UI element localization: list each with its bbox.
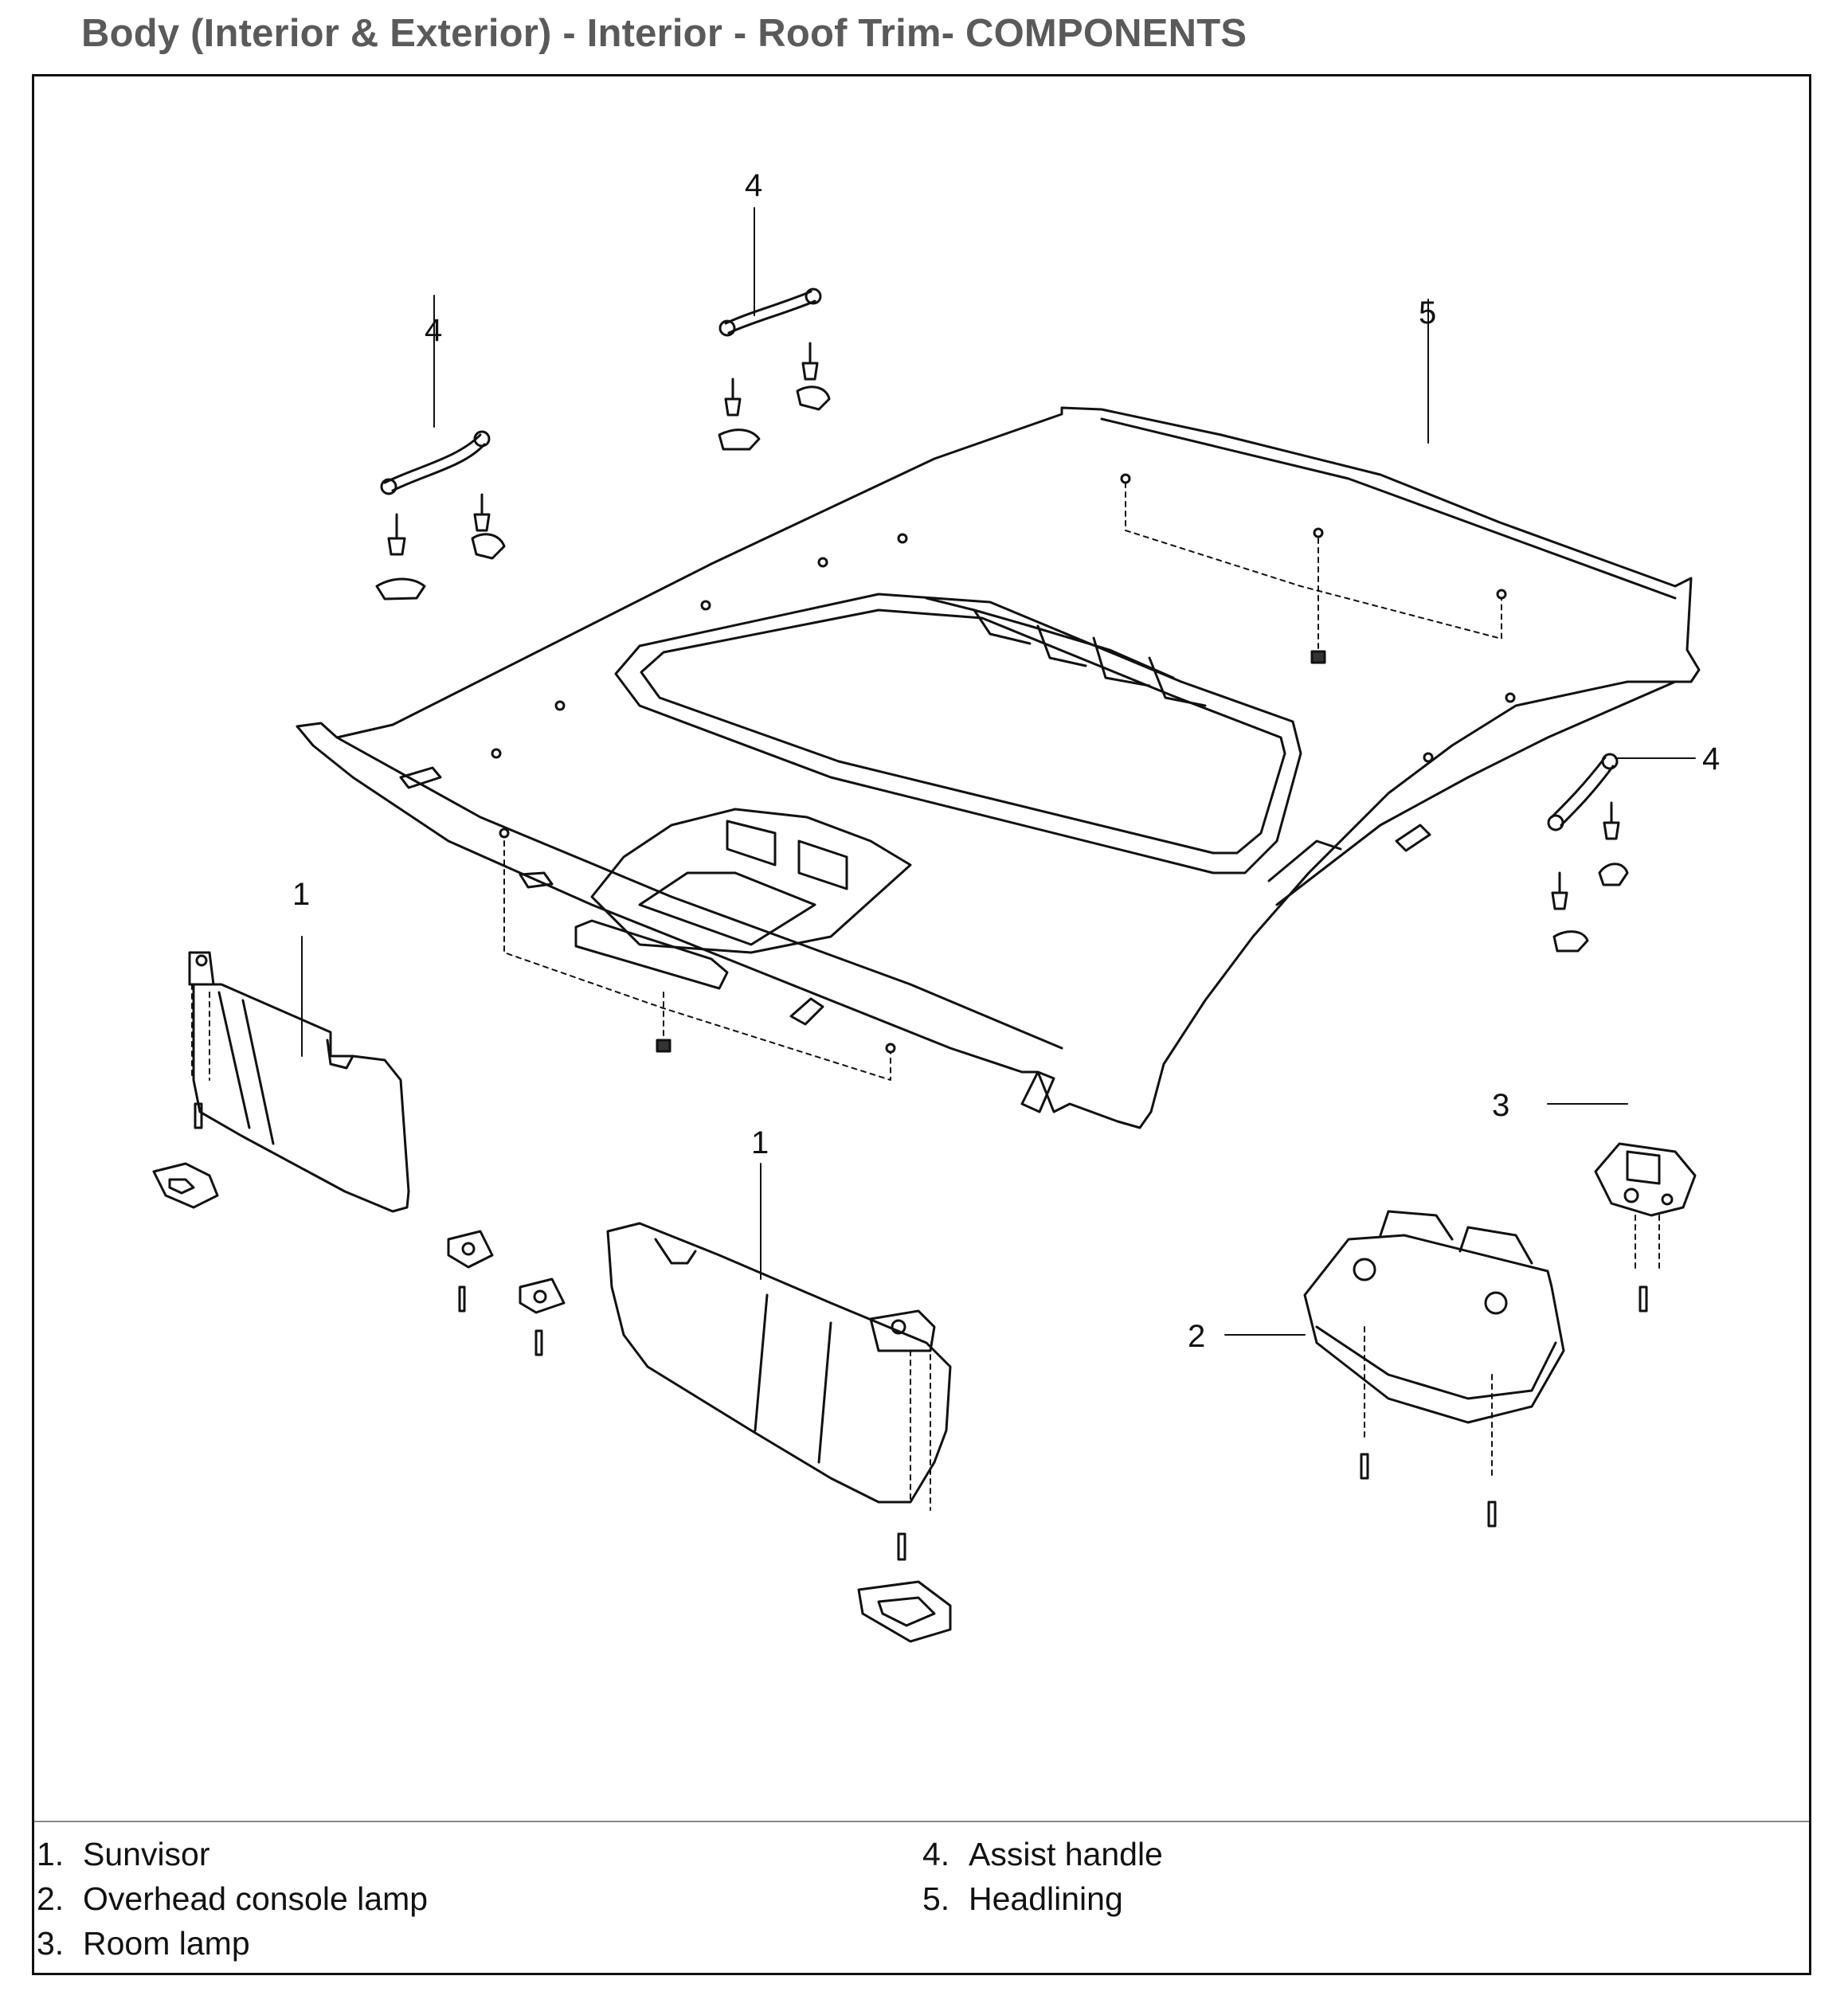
- exploded-view-diagram: 4 4 5 4 1 1 3 2: [152, 168, 1720, 1643]
- sunvisor-holders: [447, 1230, 566, 1356]
- legend-label: Headlining: [969, 1880, 1123, 1917]
- sunvisor-right: [606, 1222, 952, 1643]
- assist-handle-center: [718, 288, 831, 451]
- room-lamp: [1594, 1142, 1697, 1313]
- page-title: Body (Interior & Exterior) - Interior - …: [81, 12, 1247, 55]
- callout-number-1: 1: [751, 1125, 769, 1160]
- callout-number-4: 4: [745, 168, 762, 203]
- legend-label: Room lamp: [83, 1925, 250, 1962]
- diagram-frame: [32, 74, 1811, 1975]
- legend-item-overhead-console-lamp: 2. Overhead console lamp: [37, 1880, 428, 1918]
- callout-number-2: 2: [1188, 1319, 1205, 1354]
- callout-number-4: 4: [425, 313, 442, 348]
- legend-number: 1.: [37, 1836, 65, 1872]
- legend-label: Sunvisor: [83, 1836, 210, 1872]
- legend-item-assist-handle: 4. Assist handle: [922, 1836, 1163, 1873]
- legend-number: 5.: [922, 1880, 950, 1917]
- legend-item-room-lamp: 3. Room lamp: [37, 1925, 250, 1962]
- callout-number-1: 1: [292, 877, 310, 912]
- legend-label: Assist handle: [969, 1836, 1163, 1872]
- headlining-panel: [296, 406, 1701, 1129]
- sunvisor-left: [152, 951, 410, 1213]
- legend-divider: [34, 1821, 1809, 1822]
- legend-item-headlining: 5. Headlining: [922, 1880, 1123, 1918]
- callout-number-5: 5: [1419, 295, 1436, 331]
- legend-item-sunvisor: 1. Sunvisor: [37, 1836, 210, 1873]
- overhead-console-lamp: [1303, 1210, 1565, 1528]
- callout-number-4: 4: [1702, 741, 1720, 777]
- legend-label: Overhead console lamp: [83, 1880, 429, 1917]
- assist-handle-left: [375, 430, 506, 601]
- legend-number: 3.: [37, 1925, 65, 1962]
- callout-number-3: 3: [1492, 1088, 1509, 1123]
- legend-number: 4.: [922, 1836, 950, 1872]
- assist-handle-right: [1547, 753, 1629, 953]
- legend-number: 2.: [37, 1880, 65, 1917]
